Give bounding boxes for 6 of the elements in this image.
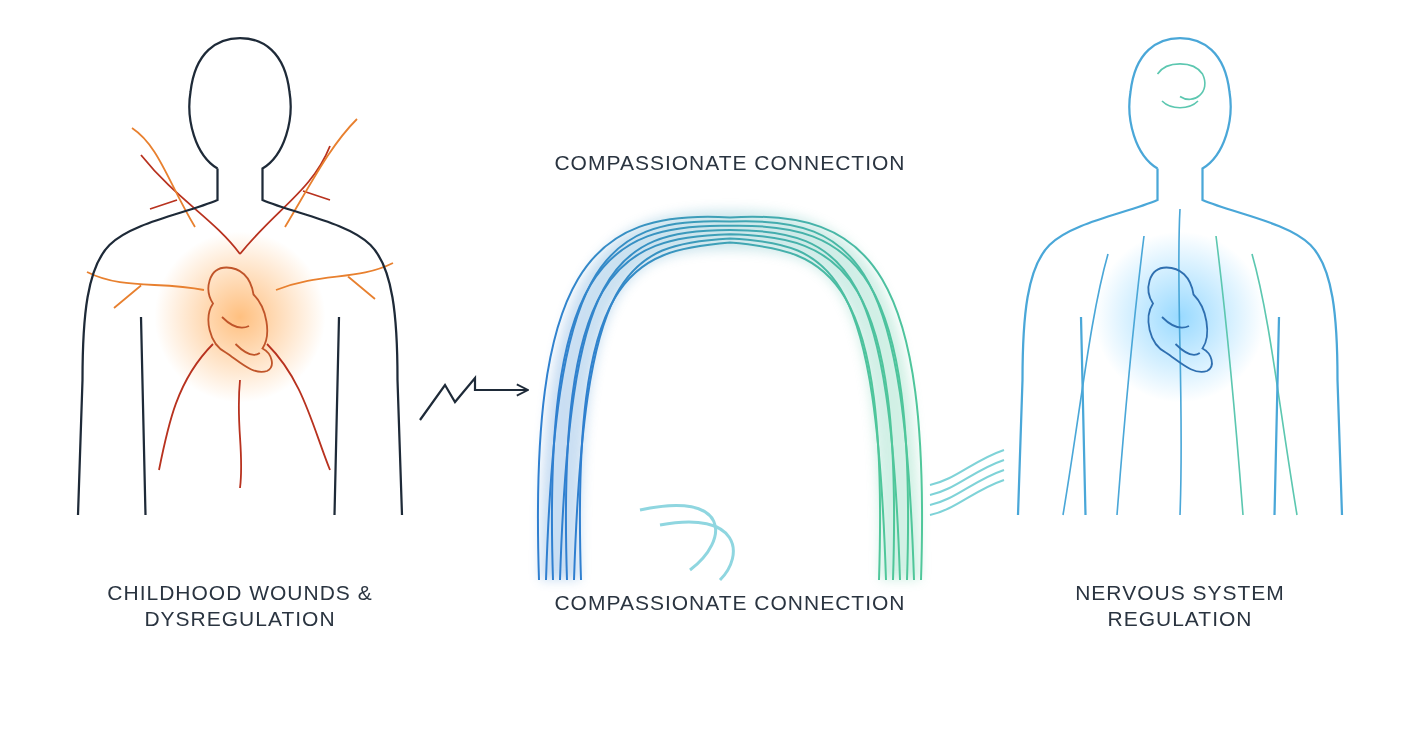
flowing-stream — [928, 448, 1006, 517]
zigzag-arrow — [419, 374, 529, 421]
node-label: COMPASSIONATE CONNECTION — [553, 150, 907, 176]
node-label: NERVOUS SYSTEM REGULATION — [1074, 580, 1286, 632]
node-label: CHILDHOOD WOUNDS & DYSREGULATION — [106, 580, 374, 632]
node-label: COMPASSIONATE CONNECTION — [553, 590, 907, 616]
